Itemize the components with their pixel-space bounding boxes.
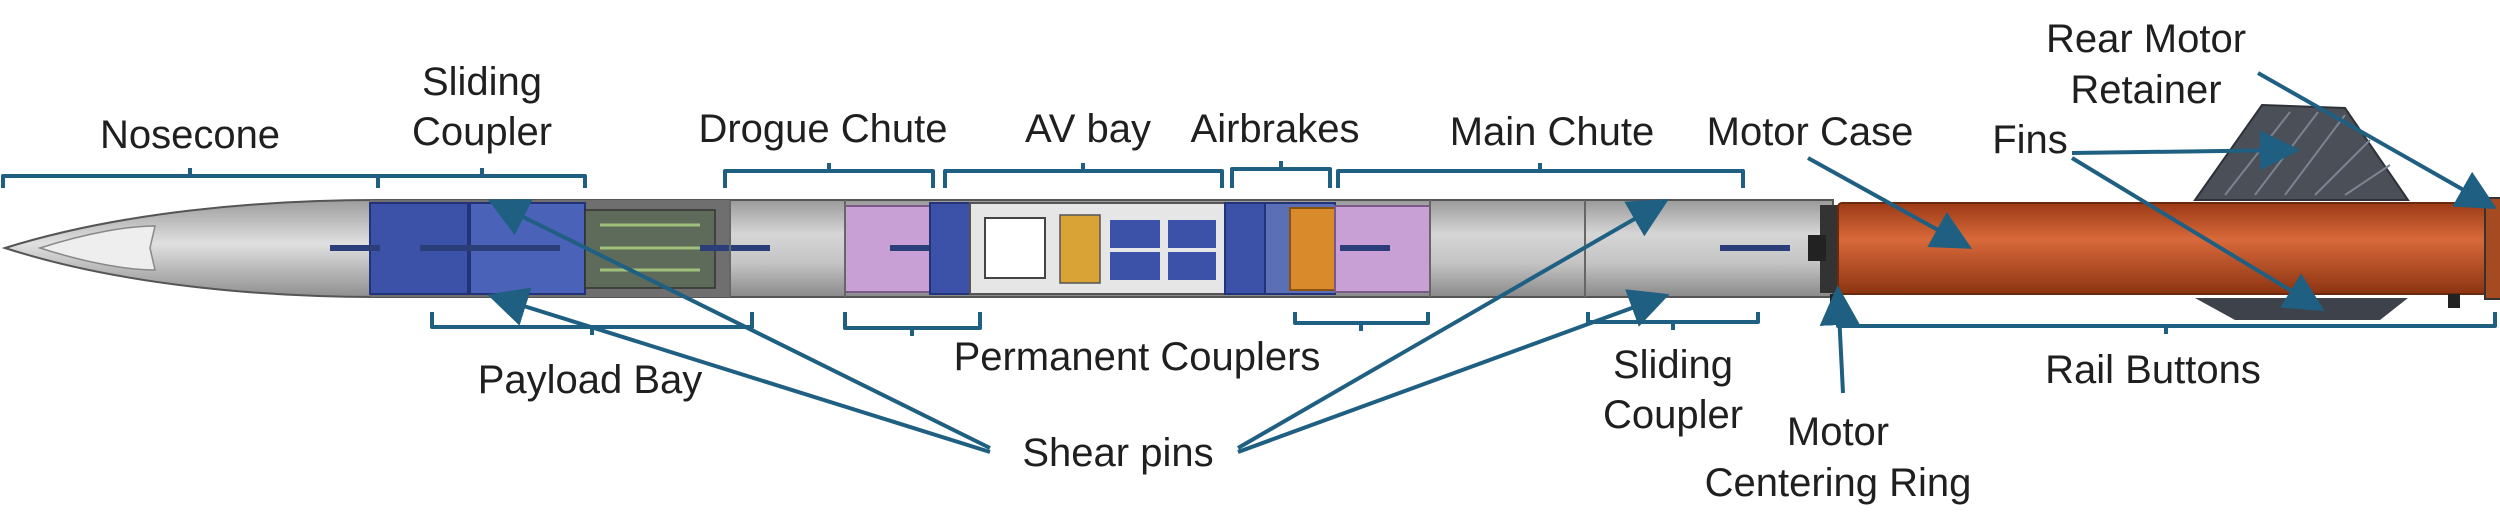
label-rear-motor-retainer-1: Rear Motor: [2046, 17, 2246, 61]
shear-pin-arrow-4: [1237, 289, 1670, 454]
arrows: [487, 71, 2497, 454]
motor-case-arrow: [1807, 156, 1972, 249]
label-motor-centering-ring-2: Centering Ring: [1705, 461, 1972, 505]
label-av-bay: AV bay: [1025, 107, 1151, 151]
label-airbrakes: Airbrakes: [1191, 107, 1360, 151]
av-bay-bracket: [943, 169, 1224, 188]
label-main-chute: Main Chute: [1450, 110, 1655, 154]
airbrakes-bracket: [1230, 167, 1332, 188]
drogue-chute-bracket: [723, 169, 935, 188]
label-motor-centering-ring-1: Motor: [1787, 410, 1889, 454]
shear-pin-arrow-1: [487, 199, 991, 450]
label-sliding-coupler-bottom-1: Sliding: [1613, 343, 1733, 387]
sliding-coupler-top-bracket: [376, 174, 587, 188]
label-sliding-coupler-top-2: Coupler: [412, 110, 552, 154]
nosecone-bracket: [1, 174, 380, 188]
shear-pin-arrow-3: [1236, 198, 1669, 450]
fin-bottom: [2195, 298, 2408, 320]
rocket-body: [1, 103, 2500, 320]
label-fins: Fins: [1992, 118, 2068, 162]
label-rear-motor-retainer-2: Retainer: [2070, 68, 2221, 112]
main-chute-bracket: [1336, 169, 1745, 188]
label-sliding-coupler-bottom-2: Coupler: [1603, 393, 1743, 437]
labels: Nosecone Sliding Coupler Drogue Chute AV…: [100, 17, 2261, 505]
label-payload-bay: Payload Bay: [478, 358, 703, 402]
rear-retainer-body: [2484, 197, 2500, 300]
label-drogue-chute: Drogue Chute: [698, 107, 947, 151]
rear-retainer-arrow: [2257, 71, 2497, 209]
label-sliding-coupler-top-1: Sliding: [422, 60, 542, 104]
label-nosecone: Nosecone: [100, 113, 280, 157]
shear-pin-arrow-2: [487, 287, 991, 454]
label-shear-pins: Shear pins: [1022, 431, 1213, 475]
label-motor-case: Motor Case: [1707, 110, 1914, 154]
payload-bay-bracket: [430, 312, 754, 329]
label-permanent-couplers: Permanent Couplers: [954, 335, 1321, 379]
fins-arrow-bottom: [2070, 156, 2325, 312]
fins-arrow-top: [2071, 130, 2300, 171]
permanent-coupler-right-bracket: [1293, 312, 1430, 325]
label-rail-buttons: Rail Buttons: [2045, 348, 2261, 392]
centering-ring-arrow: [1819, 285, 1860, 394]
permanent-coupler-left-bracket: [843, 312, 982, 330]
rail-buttons-bracket: [1836, 312, 2497, 328]
